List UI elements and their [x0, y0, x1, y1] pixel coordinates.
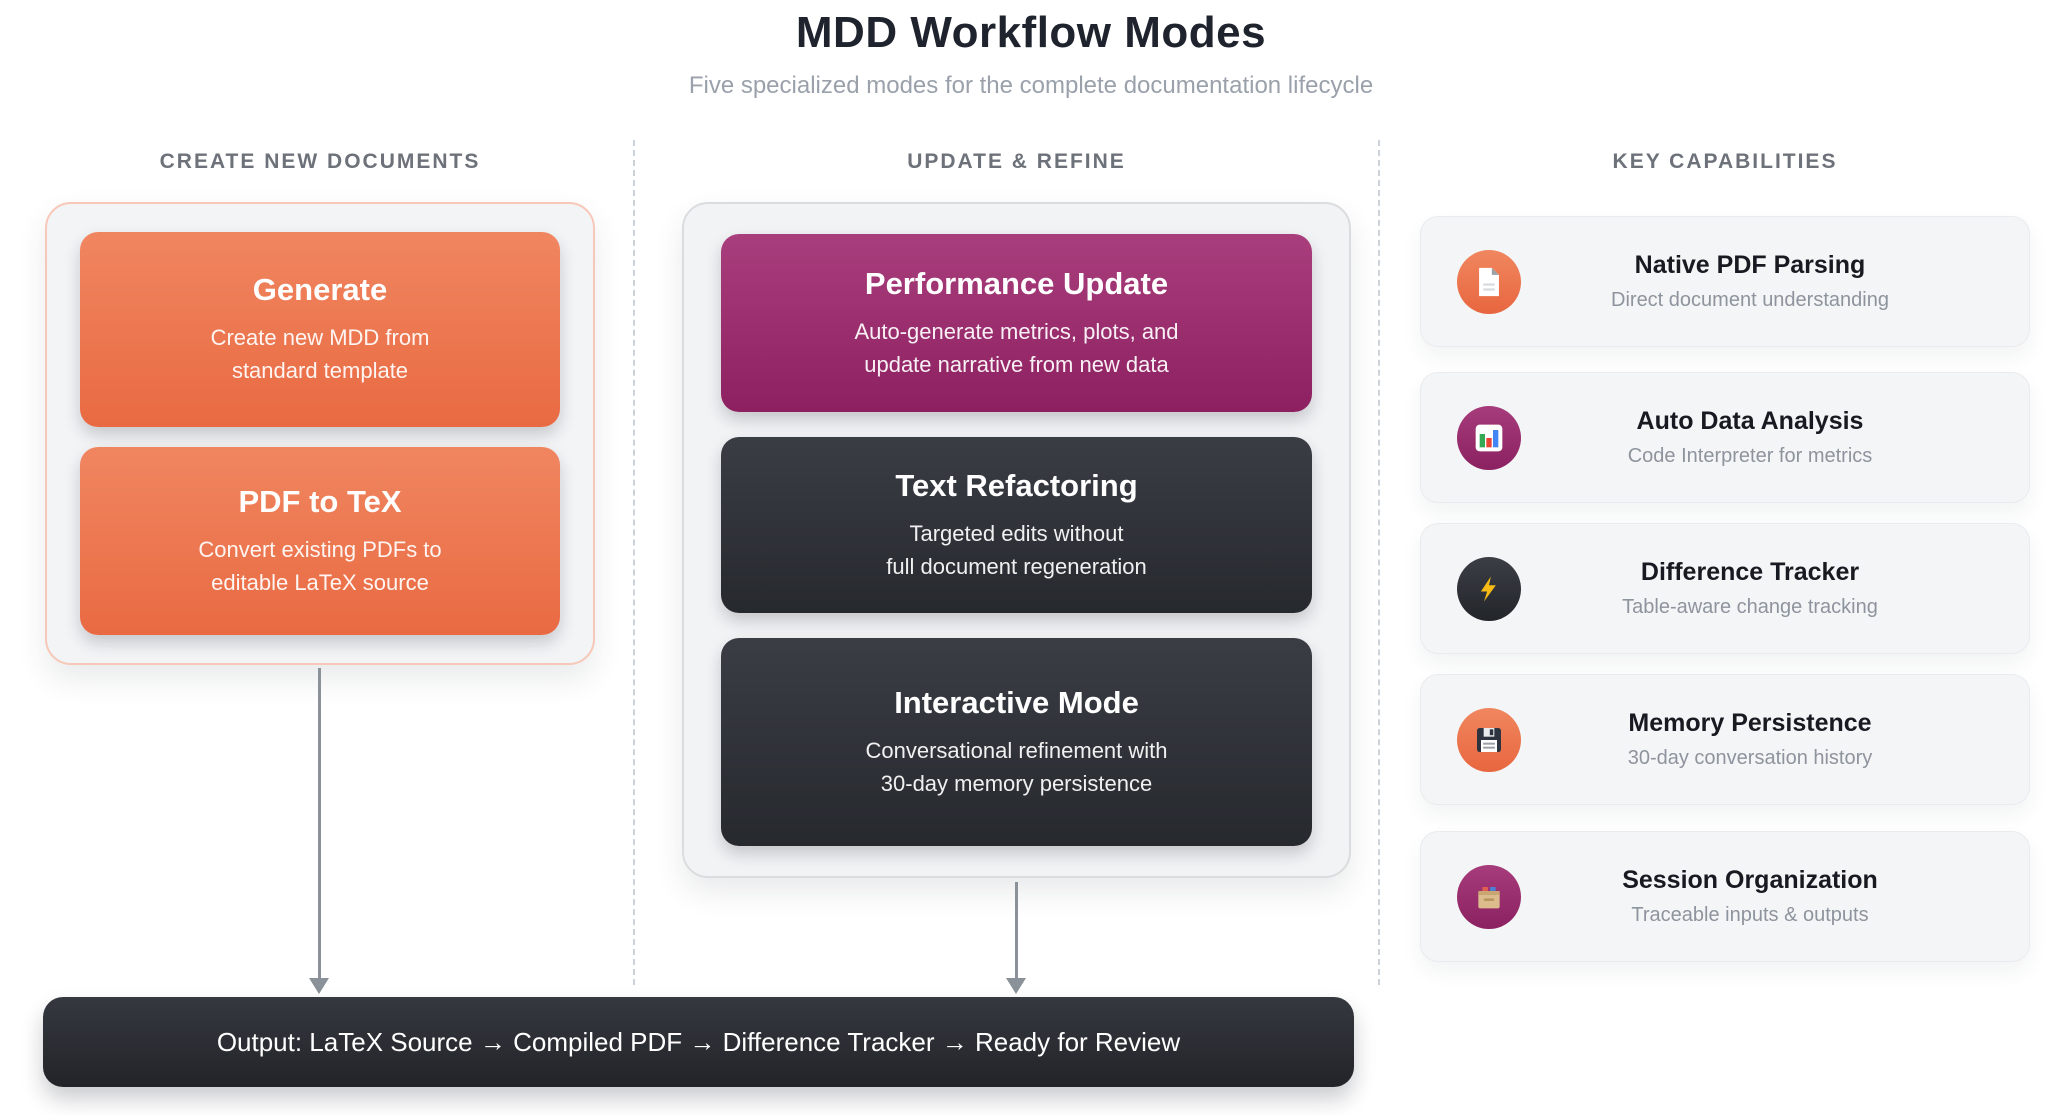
lightning-icon [1457, 556, 1521, 621]
output-pipeline-bar: Output: LaTeX Source → Compiled PDF → Di… [43, 997, 1354, 1087]
capability-subtitle: Direct document understanding [1611, 289, 1889, 311]
pdf-to-tex-mode-card: PDF to TeX Convert existing PDFs to edit… [80, 447, 560, 635]
column-divider [1378, 140, 1380, 985]
card-box-icon [1457, 864, 1521, 929]
floppy-disk-icon [1457, 707, 1521, 772]
card-subtitle: Convert existing PDFs to editable LaTeX … [198, 536, 442, 595]
capability-card-difference-tracker: Difference Tracker Table-aware change tr… [1420, 523, 2030, 654]
capability-subtitle: Code Interpreter for metrics [1627, 445, 1873, 467]
column-divider [633, 140, 635, 985]
flow-arrow-create-to-output [318, 668, 321, 980]
card-title: Interactive Mode [894, 684, 1139, 720]
text-refactoring-mode-card: Text Refactoring Targeted edits without … [721, 437, 1312, 613]
capability-card-auto-data-analysis: Auto Data Analysis Code Interpreter for … [1420, 372, 2030, 503]
column-header-capabilities: KEY CAPABILITIES [1612, 150, 1838, 173]
create-documents-group: Generate Create new MDD from standard te… [45, 202, 595, 665]
document-icon [1457, 249, 1521, 314]
capability-title: Session Organization [1622, 866, 1878, 894]
card-subtitle: Auto-generate metrics, plots, and update… [854, 318, 1179, 377]
capability-card-session-organization: Session Organization Traceable inputs & … [1420, 831, 2030, 962]
performance-update-mode-card: Performance Update Auto-generate metrics… [721, 234, 1312, 412]
page-title: MDD Workflow Modes [795, 8, 1267, 57]
card-subtitle: Create new MDD from standard template [210, 325, 430, 383]
flow-arrow-update-to-output [1015, 882, 1018, 980]
bar-chart-icon [1457, 405, 1521, 470]
interactive-mode-card: Interactive Mode Conversational refineme… [721, 638, 1312, 846]
capability-title: Auto Data Analysis [1636, 407, 1864, 435]
card-subtitle: Targeted edits without full document reg… [886, 520, 1147, 579]
card-subtitle: Conversational refinement with 30-day me… [865, 737, 1168, 796]
card-title: Performance Update [864, 265, 1169, 301]
page-subtitle: Five specialized modes for the complete … [688, 72, 1374, 99]
generate-mode-card: Generate Create new MDD from standard te… [80, 232, 560, 427]
card-title: Text Refactoring [895, 467, 1138, 503]
capability-card-memory-persistence: Memory Persistence 30-day conversation h… [1420, 674, 2030, 805]
card-title: PDF to TeX [238, 483, 402, 519]
column-header-create: CREATE NEW DOCUMENTS [159, 150, 481, 173]
capability-title: Native PDF Parsing [1634, 251, 1866, 279]
update-refine-group: Performance Update Auto-generate metrics… [682, 202, 1351, 878]
arrow-head-icon [1006, 978, 1026, 994]
capability-title: Difference Tracker [1640, 558, 1860, 586]
output-pipeline-text: Output: LaTeX Source → Compiled PDF → Di… [216, 1026, 1181, 1057]
arrow-head-icon [309, 978, 329, 994]
column-header-update: UPDATE & REFINE [907, 150, 1126, 173]
card-title: Generate [252, 272, 388, 307]
capability-subtitle: Traceable inputs & outputs [1631, 904, 1869, 926]
capability-subtitle: Table-aware change tracking [1622, 596, 1878, 618]
capability-subtitle: 30-day conversation history [1627, 747, 1873, 769]
capability-card-native-pdf-parsing: Native PDF Parsing Direct document under… [1420, 216, 2030, 347]
capability-title: Memory Persistence [1628, 709, 1872, 737]
